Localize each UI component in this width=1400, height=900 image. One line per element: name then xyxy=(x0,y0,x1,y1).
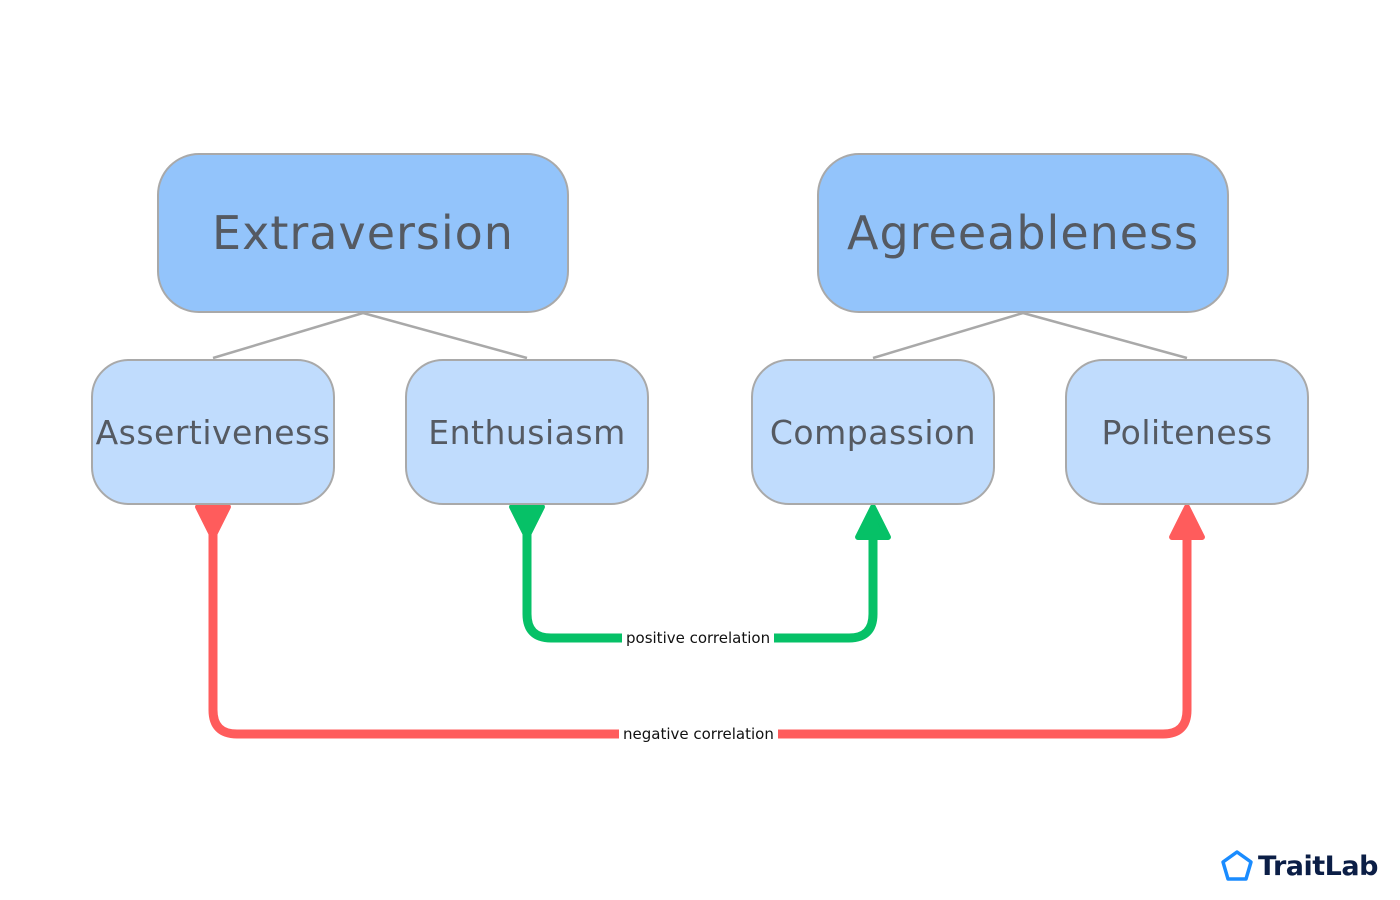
negative-correlation-arrow xyxy=(195,504,1205,739)
facet-label: Politeness xyxy=(1101,412,1273,452)
trait-label: Agreeableness xyxy=(846,206,1200,260)
trait-box-agreeableness: Agreeableness xyxy=(817,153,1229,313)
pentagon-icon xyxy=(1221,850,1253,881)
facet-label: Assertiveness xyxy=(95,412,331,452)
trait-box-extraversion: Extraversion xyxy=(157,153,569,313)
connector-extraversion-enthusiasm xyxy=(362,311,528,360)
positive-correlation-label: positive correlation xyxy=(622,629,775,647)
facet-label: Compassion xyxy=(769,412,977,452)
brand-name: TraitLab xyxy=(1258,850,1378,882)
facet-box-enthusiasm: Enthusiasm xyxy=(405,359,649,505)
facet-box-compassion: Compassion xyxy=(751,359,995,505)
facet-box-politeness: Politeness xyxy=(1065,359,1309,505)
facet-box-assertiveness: Assertiveness xyxy=(91,359,335,505)
positive-correlation-arrow xyxy=(509,504,891,643)
trait-label: Extraversion xyxy=(212,206,514,260)
connector-agreeableness-compassion xyxy=(872,311,1024,360)
facet-label: Enthusiasm xyxy=(428,412,626,452)
connector-agreeableness-politeness xyxy=(1022,311,1188,360)
brand-logo: TraitLab xyxy=(1220,846,1378,886)
negative-correlation-label: negative correlation xyxy=(619,725,778,743)
connector-extraversion-assertiveness xyxy=(212,311,364,360)
